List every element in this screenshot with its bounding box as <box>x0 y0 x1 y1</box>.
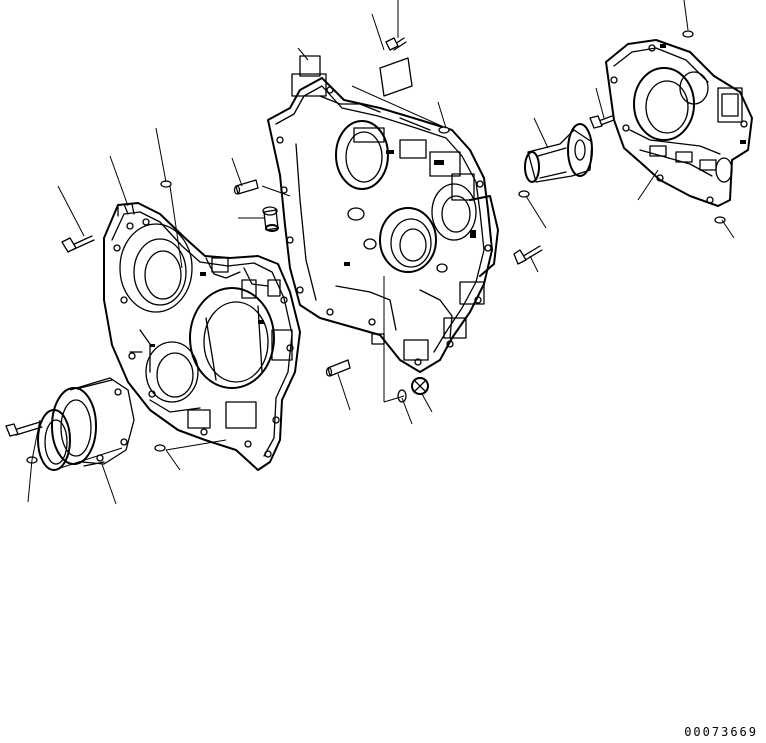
bolt-top-center <box>385 37 407 51</box>
washer <box>397 389 407 403</box>
drain-plug <box>411 377 429 395</box>
bolt-right-case <box>513 245 543 265</box>
dowel-pin-lower <box>325 359 351 377</box>
bolt-left <box>61 235 95 253</box>
breather <box>262 206 279 232</box>
rear-cover <box>605 39 753 207</box>
drawing-number: 00073669 <box>684 725 758 739</box>
main-transfer-case <box>267 55 499 373</box>
front-cover-housing <box>103 202 301 471</box>
shaft-sleeve <box>524 123 593 183</box>
bolt-right-cover <box>589 115 615 129</box>
bearing-retainer <box>51 377 135 467</box>
dowel-pin-upper <box>233 179 259 195</box>
leader-lines <box>27 0 735 505</box>
bolt-lower-left <box>5 421 43 437</box>
gasket <box>379 57 413 97</box>
small-plugs <box>26 30 726 464</box>
